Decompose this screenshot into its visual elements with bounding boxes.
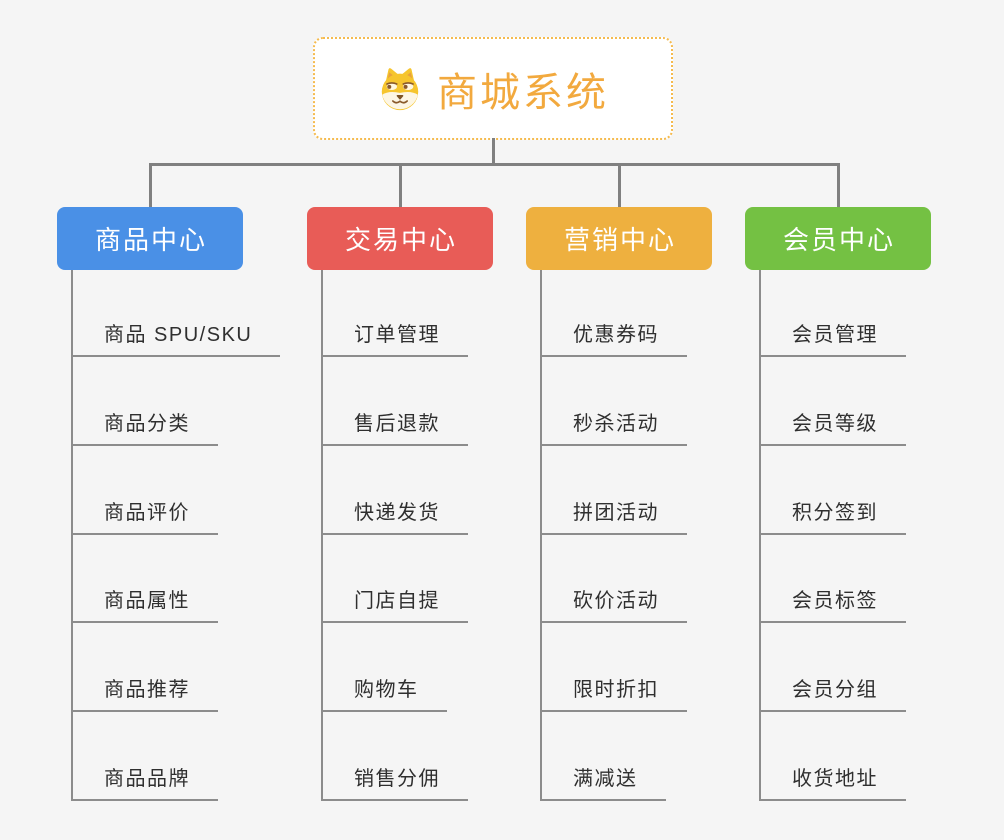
branch-label: 交易中心 (344, 225, 457, 255)
branch-node-members[interactable]: 会员中心 (745, 207, 931, 270)
child-node[interactable]: 商品推荐 (71, 678, 218, 712)
child-node[interactable]: 收货地址 (759, 767, 906, 801)
connector-branch-drop (399, 163, 402, 208)
branch-node-trade[interactable]: 交易中心 (307, 207, 493, 270)
child-node[interactable]: 门店自提 (321, 589, 468, 623)
child-node[interactable]: 商品属性 (71, 589, 218, 623)
branch-node-products[interactable]: 商品中心 (57, 207, 243, 270)
branch-node-marketing[interactable]: 营销中心 (526, 207, 712, 270)
branch-column-products: 商品中心 商品 SPU/SKU 商品分类 商品评价 商品属性 商品推荐 商品品牌 (57, 207, 307, 817)
branch-column-marketing: 营销中心 优惠券码 秒杀活动 拼团活动 砍价活动 限时折扣 满减送 (526, 207, 776, 817)
branch-column-trade: 交易中心 订单管理 售后退款 快递发货 门店自提 购物车 销售分佣 (307, 207, 557, 817)
child-node[interactable]: 拼团活动 (540, 501, 687, 535)
child-node[interactable]: 优惠券码 (540, 323, 687, 357)
connector-child-trunk (759, 270, 761, 801)
child-node[interactable]: 购物车 (321, 678, 447, 712)
branch-label: 营销中心 (563, 225, 676, 255)
child-node[interactable]: 会员标签 (759, 589, 906, 623)
connector-branch-drop (618, 163, 621, 208)
connector-bus (149, 163, 840, 166)
child-node[interactable]: 积分签到 (759, 501, 906, 535)
doge-icon (381, 67, 419, 110)
child-node[interactable]: 订单管理 (321, 323, 468, 357)
connector-child-trunk (71, 270, 73, 801)
child-node[interactable]: 商品 SPU/SKU (71, 323, 281, 357)
branch-label: 会员中心 (782, 225, 895, 255)
root-title: 商城系统 (437, 70, 609, 115)
child-node[interactable]: 秒杀活动 (540, 412, 687, 446)
child-node[interactable]: 会员分组 (759, 678, 906, 712)
connector-child-trunk (321, 270, 323, 801)
child-node[interactable]: 会员管理 (759, 323, 906, 357)
branch-label: 商品中心 (94, 225, 207, 255)
connector-branch-drop (149, 163, 152, 208)
child-node[interactable]: 砍价活动 (540, 589, 687, 623)
child-node[interactable]: 会员等级 (759, 412, 906, 446)
child-node[interactable]: 限时折扣 (540, 678, 687, 712)
child-node[interactable]: 商品品牌 (71, 767, 218, 801)
branch-column-members: 会员中心 会员管理 会员等级 积分签到 会员标签 会员分组 收货地址 (745, 207, 995, 817)
child-node[interactable]: 商品评价 (71, 501, 218, 535)
child-node[interactable]: 快递发货 (321, 501, 468, 535)
connector-child-trunk (540, 270, 542, 801)
root-node-mall-system[interactable]: 商城系统 (313, 37, 673, 140)
connector-root-drop (492, 138, 495, 164)
child-node[interactable]: 商品分类 (71, 412, 218, 446)
connector-branch-drop (837, 163, 840, 208)
child-node[interactable]: 售后退款 (321, 412, 468, 446)
child-node[interactable]: 满减送 (540, 767, 666, 801)
child-node[interactable]: 销售分佣 (321, 767, 468, 801)
